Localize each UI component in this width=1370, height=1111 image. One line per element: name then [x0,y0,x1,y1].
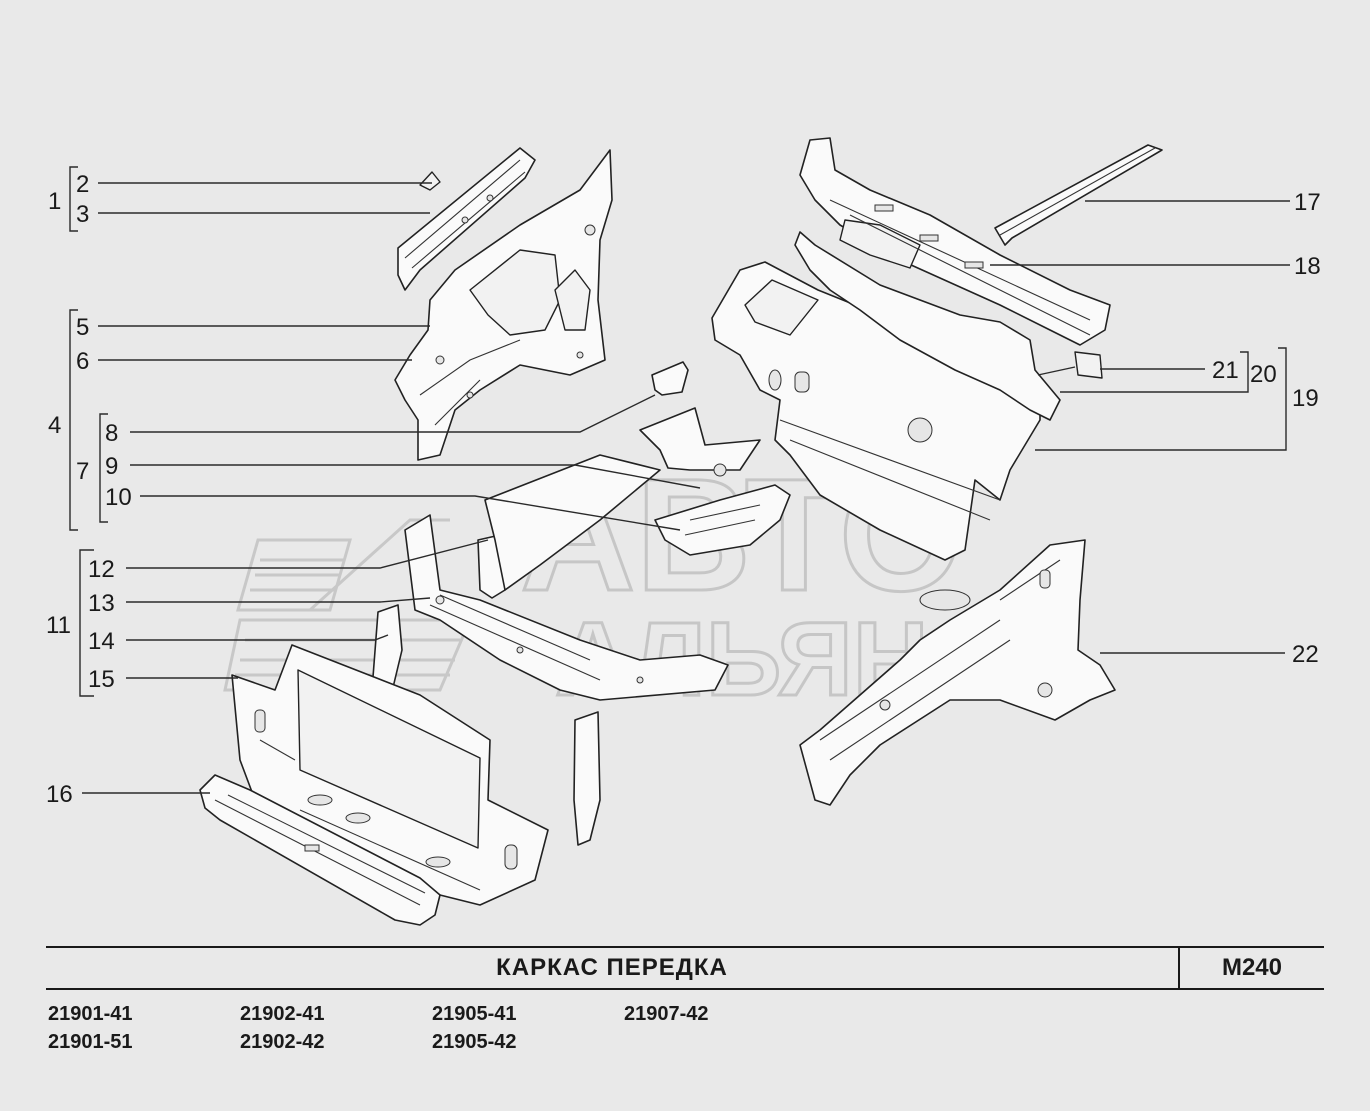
footer-bottom-rule [46,988,1324,990]
label-20: 20 [1250,361,1277,388]
watermark-arrow [308,518,450,612]
part-wheel-arch [394,149,613,461]
footer-top-rule [46,946,1324,948]
label-21: 21 [1212,357,1239,384]
callout-labels: 1 2 3 4 5 6 7 8 9 10 11 12 13 14 15 16 1… [46,171,1321,808]
label-8: 8 [105,420,118,447]
label-11: 11 [46,612,71,639]
label-10: 10 [105,484,132,511]
label-5: 5 [76,314,89,341]
model-number: 21907-42 [624,1003,709,1025]
part-firewall [711,261,1041,561]
label-17: 17 [1294,189,1321,216]
part-side-member [404,454,729,701]
label-brackets [69,166,108,697]
label-9: 9 [105,453,118,480]
label-19: 19 [1292,385,1319,412]
model-number: 21901-51 [48,1031,133,1053]
label-12: 12 [88,556,115,583]
label-6: 6 [76,348,89,375]
label-18: 18 [1294,253,1321,280]
part-bracket-13 [573,711,601,846]
watermark-stripe [236,538,352,612]
label-13: 13 [88,590,115,617]
diagram-code: M240 [1221,954,1283,981]
part-inner-panel [794,231,1103,421]
label-14: 14 [88,628,115,655]
model-number: 21905-42 [432,1031,517,1053]
part-radiator-frame [231,644,549,906]
part-lower-crossmember [199,774,441,926]
model-number: 21902-41 [240,1003,325,1025]
part-floor-panels [639,407,791,556]
part-side-assembly [799,539,1116,806]
part-cowl-top [799,137,1111,346]
part-upper-rail [397,147,536,291]
label-22: 22 [1292,641,1319,668]
page-title: КАРКАС ПЕРЕДКА [496,954,728,981]
label-15: 15 [88,666,115,693]
footer-separator [1178,947,1180,989]
part-bracket-8 [651,361,689,396]
label-16: 16 [46,781,73,808]
label-1: 1 [48,188,61,215]
model-number: 21901-41 [48,1003,133,1025]
leader-lines [82,182,1290,794]
label-3: 3 [76,201,89,228]
model-number: 21902-42 [240,1031,325,1053]
label-2: 2 [76,171,89,198]
part-strip-17 [994,144,1163,246]
model-number: 21905-41 [432,1003,517,1025]
label-7: 7 [76,458,89,485]
label-4: 4 [48,412,61,439]
